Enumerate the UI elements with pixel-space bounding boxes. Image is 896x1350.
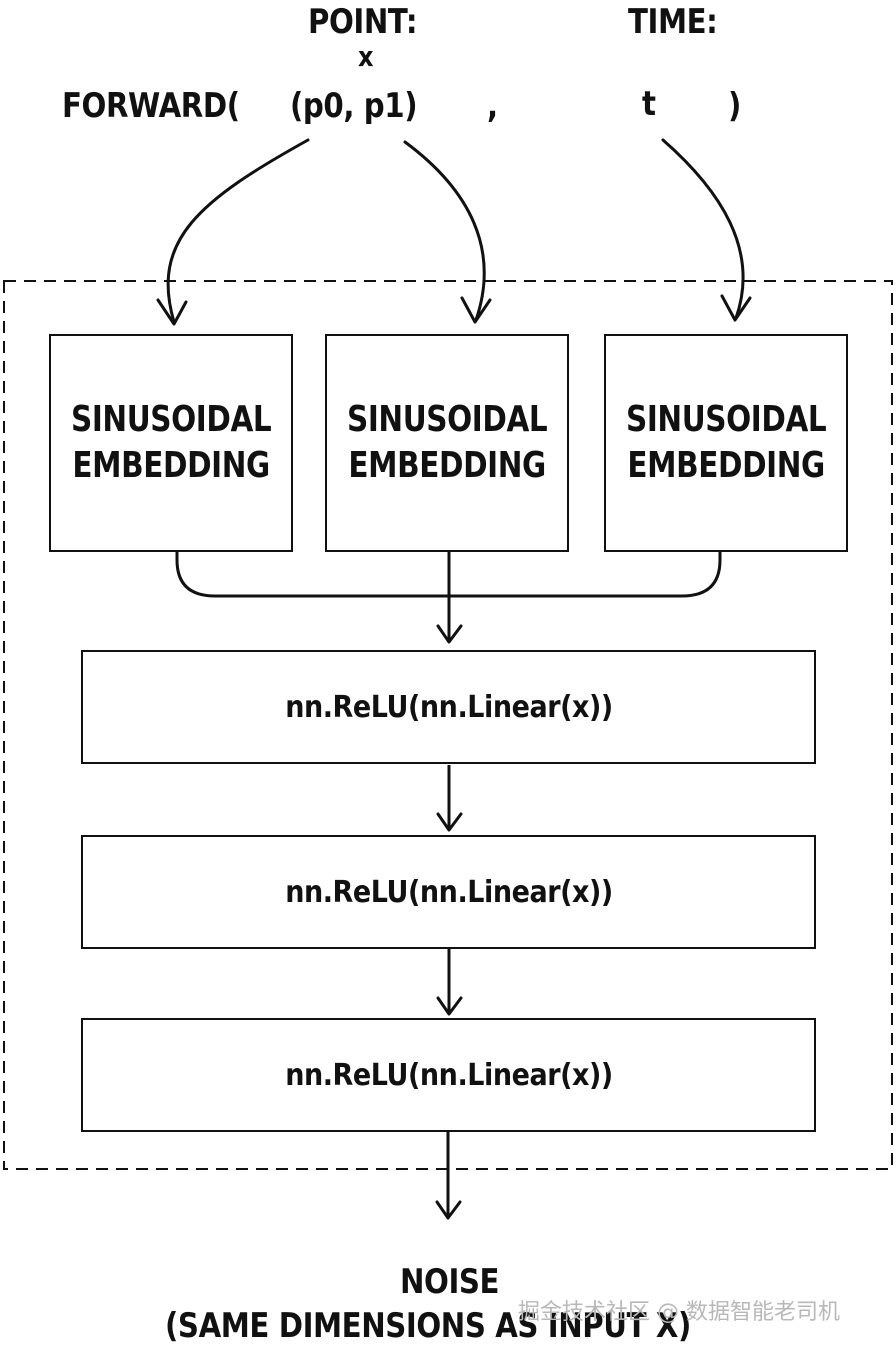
arrowhead-noise	[435, 1200, 462, 1220]
point-label: POINT:	[308, 2, 418, 42]
arrowhead-embedding-1	[156, 298, 188, 326]
arrowhead-embedding-2	[460, 296, 492, 324]
embedding-box-time: SINUSOIDAL EMBEDDING	[604, 334, 848, 552]
arrowhead-embedding-3	[720, 294, 752, 322]
layer-box-1: nn.ReLU(nn.Linear(x))	[81, 650, 816, 764]
t-symbol: t	[642, 84, 656, 124]
arrowhead-layer-2	[436, 812, 463, 832]
layer-box-3: nn.ReLU(nn.Linear(x))	[81, 1018, 816, 1132]
embedding-label: SINUSOIDAL EMBEDDING	[70, 397, 272, 489]
noise-label: NOISE	[400, 1262, 500, 1302]
layer-label: nn.ReLU(nn.Linear(x))	[284, 1057, 613, 1093]
embedding-label-line1: SINUSOIDAL	[70, 399, 272, 440]
arrow-t-to-embedding-3	[661, 138, 745, 320]
embedding-label: SINUSOIDAL EMBEDDING	[346, 397, 548, 489]
embedding-box-point-p0: SINUSOIDAL EMBEDDING	[49, 334, 293, 552]
arrow-p0-to-embedding-1	[166, 138, 310, 324]
embedding-label-line2: EMBEDDING	[72, 445, 270, 486]
embedding-box-point-p1: SINUSOIDAL EMBEDDING	[325, 334, 569, 552]
embedding-label: SINUSOIDAL EMBEDDING	[625, 397, 827, 489]
arrow-p1-to-embedding-2	[403, 140, 486, 322]
close-paren: )	[728, 86, 741, 126]
embedding-label-line2: EMBEDDING	[348, 445, 546, 486]
time-label: TIME:	[628, 2, 718, 42]
arrowhead-layer-3	[436, 996, 463, 1016]
layer-box-2: nn.ReLU(nn.Linear(x))	[81, 835, 816, 949]
point-args: (p0, p1)	[290, 86, 418, 126]
embedding-label-line1: SINUSOIDAL	[346, 399, 548, 440]
layer-label: nn.ReLU(nn.Linear(x))	[284, 874, 613, 910]
embedding-label-line1: SINUSOIDAL	[625, 399, 827, 440]
layer-label: nn.ReLU(nn.Linear(x))	[284, 689, 613, 725]
x-symbol: x	[358, 40, 374, 73]
watermark-text: 掘金技术社区 @ 数据智能老司机	[518, 1300, 840, 1325]
embedding-label-line2: EMBEDDING	[627, 445, 825, 486]
forward-label: FORWARD(	[62, 86, 240, 126]
noise-subtitle: (SAME DIMENSIONS AS INPUT X)	[165, 1306, 691, 1346]
comma: ,	[487, 86, 498, 126]
arrowhead-layer-1	[436, 624, 463, 644]
